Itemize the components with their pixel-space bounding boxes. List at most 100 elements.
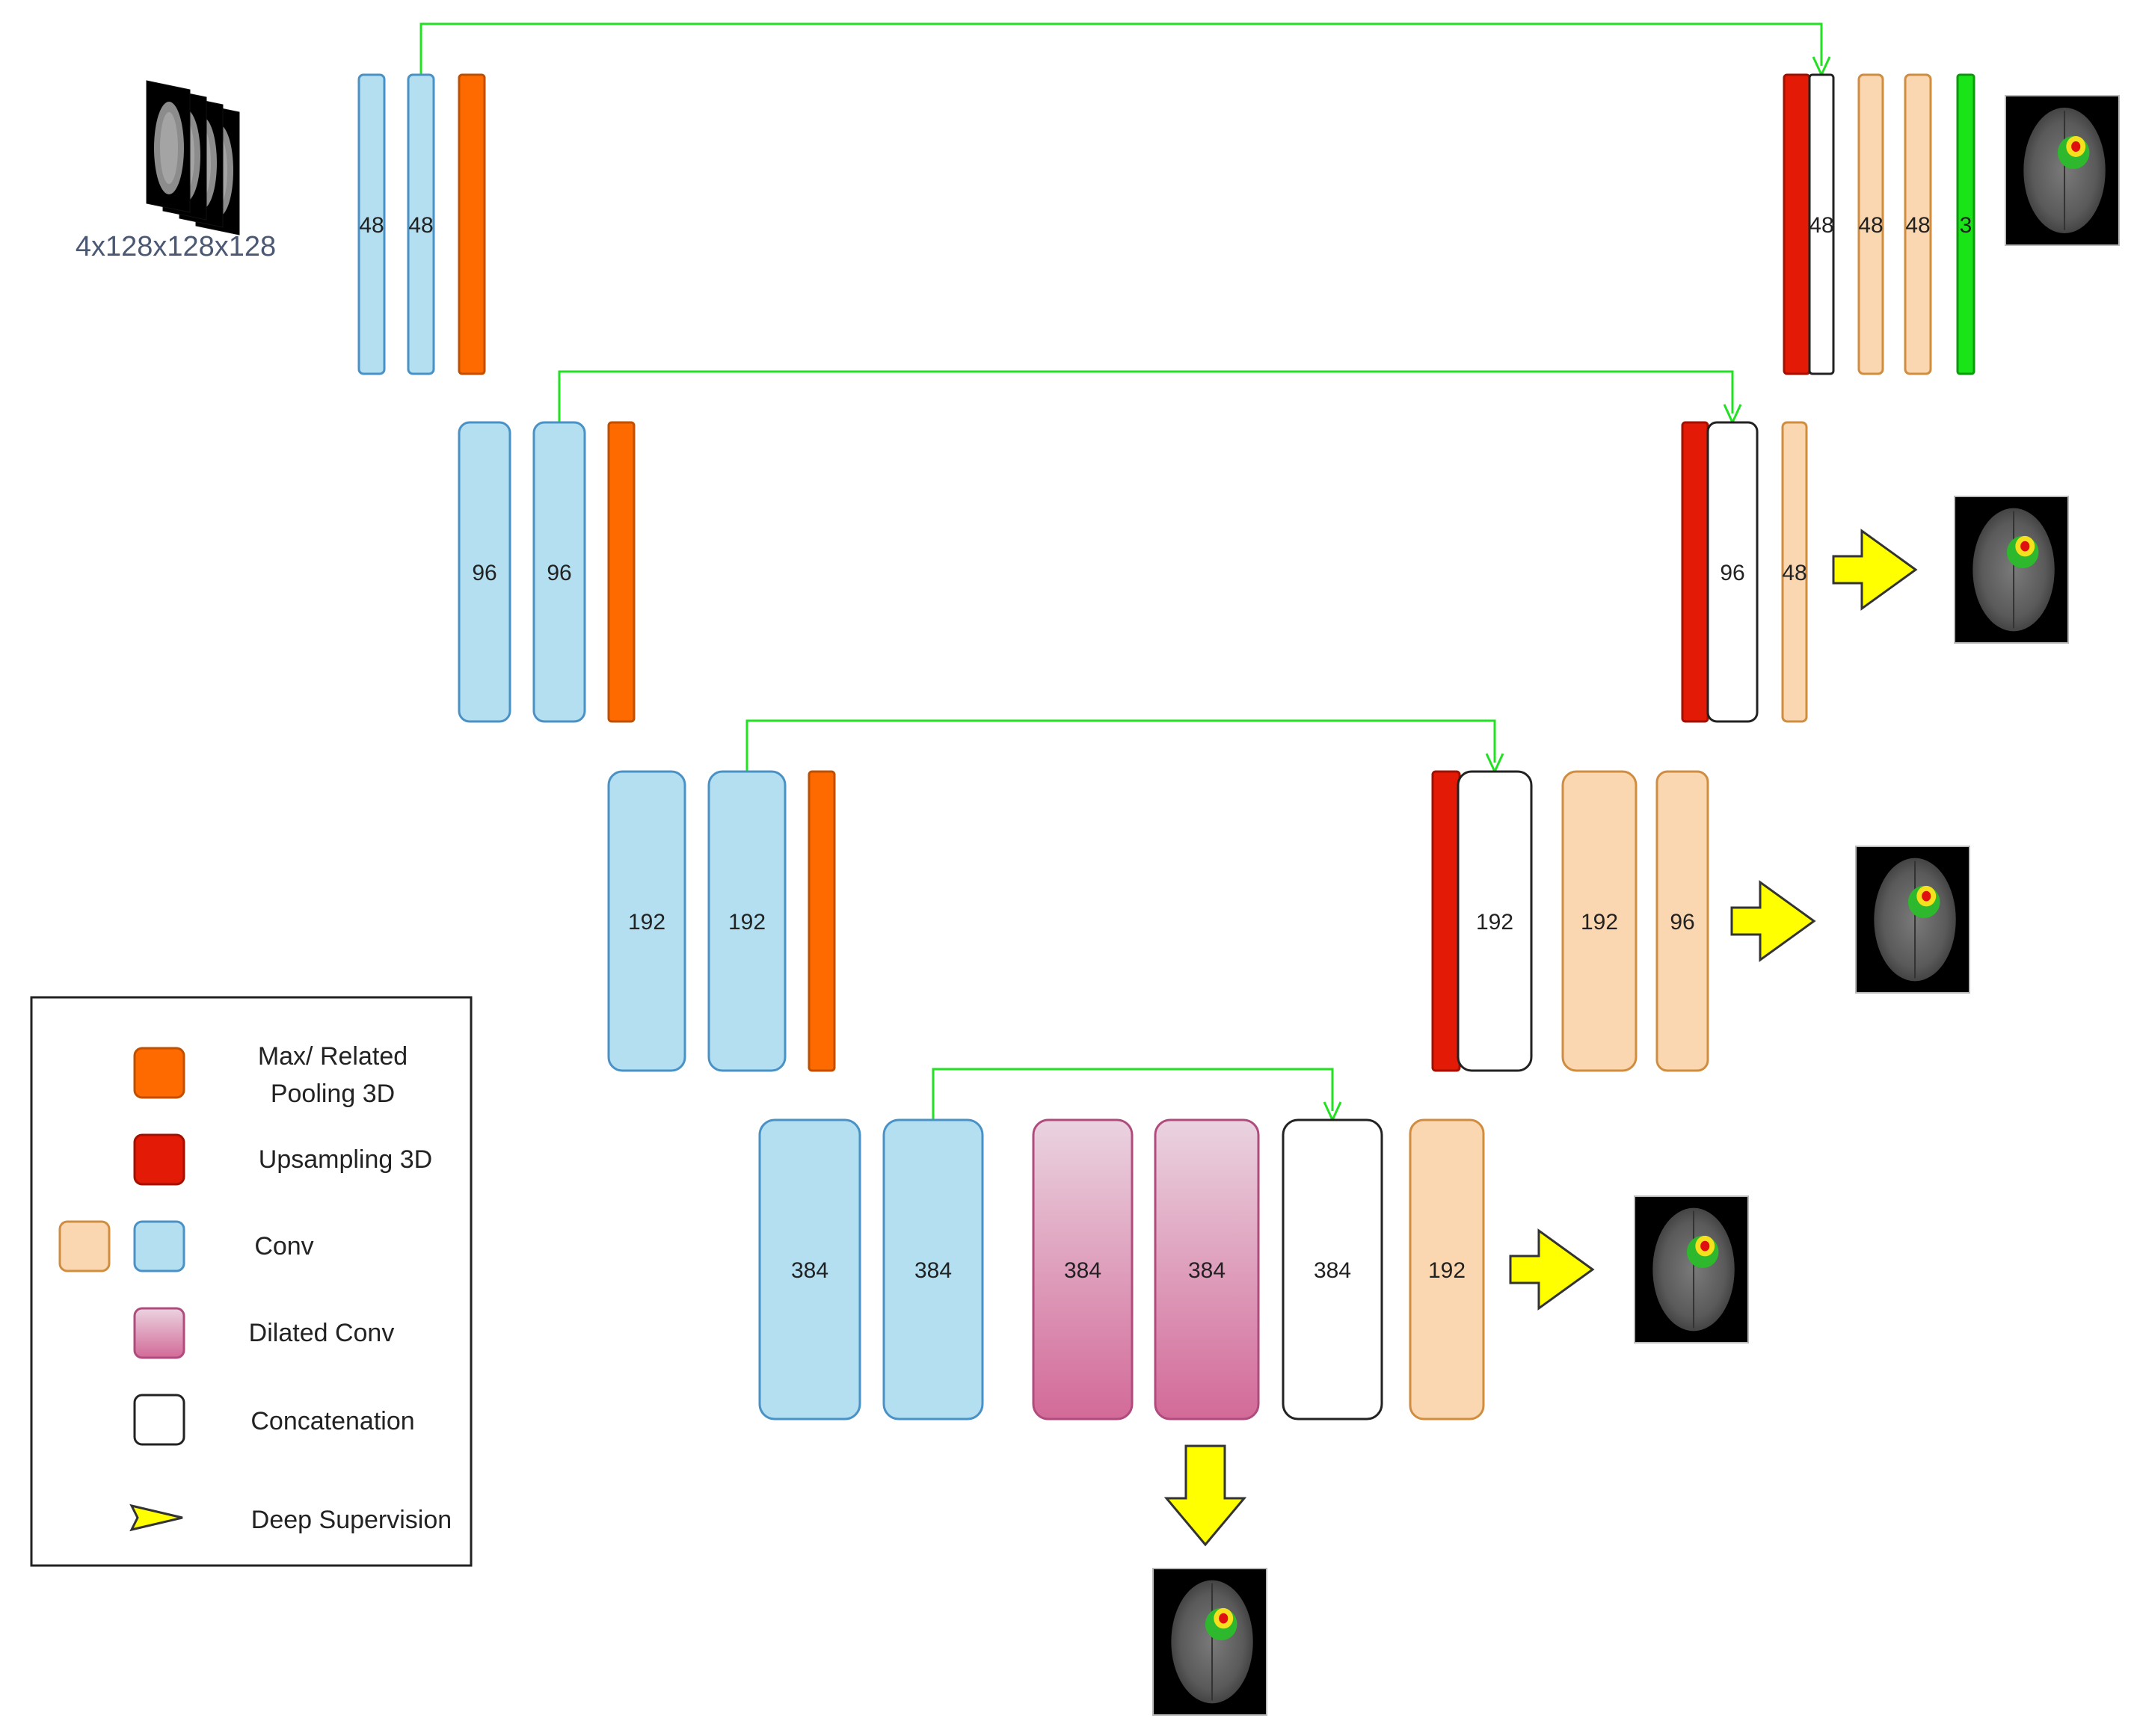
block-dec3-concat: 192 — [1457, 770, 1533, 1072]
pool-block — [808, 770, 836, 1072]
dilated-block — [1032, 1118, 1134, 1420]
block-channel-label: 48 — [1782, 561, 1806, 585]
block-channel-label: 384 — [1188, 1258, 1226, 1283]
block-dec1-conv1: 48 — [1857, 73, 1884, 375]
deep-supervision-arrow — [1832, 529, 1918, 611]
tumor-core — [2020, 541, 2030, 552]
legend-arrow-icon — [129, 1503, 183, 1532]
legend-item-concat: Concatenation — [133, 1394, 415, 1446]
block-dec2-up — [1681, 421, 1709, 723]
legend-label: Dilated Conv — [249, 1319, 395, 1347]
block-channel-label: 192 — [1581, 910, 1618, 935]
legend-item-upsample: Upsampling 3D — [133, 1133, 432, 1186]
block-enc1-conv1: 48 — [357, 73, 386, 375]
legend-swatch — [133, 1220, 185, 1272]
block-enc3-conv2: 192 — [707, 770, 787, 1072]
segmentation-output-level4 — [1634, 1195, 1749, 1343]
block-channel-label: 384 — [914, 1258, 952, 1283]
block-dec3-conv2: 96 — [1655, 770, 1709, 1072]
legend-label: Concatenation — [250, 1407, 414, 1435]
block-channel-label: 384 — [1064, 1258, 1101, 1283]
pool-block — [458, 73, 486, 375]
segmentation-output-level3 — [1855, 846, 1970, 994]
conv_encoder-block — [882, 1118, 984, 1420]
block-enc3-pool — [808, 770, 836, 1072]
block-enc2-conv1: 96 — [458, 421, 511, 723]
block-bott-dilated2: 384 — [1154, 1118, 1260, 1420]
input-shape-label: 4x128x128x128 — [76, 231, 276, 262]
concat-block — [1457, 770, 1533, 1072]
input-mri-slice — [146, 80, 191, 213]
mri-brain-texture — [160, 112, 178, 184]
block-dec2-conv1: 48 — [1781, 421, 1808, 723]
upsample-block — [1681, 421, 1709, 723]
conv_decoder-block — [1655, 770, 1709, 1072]
block-channel-label: 96 — [472, 561, 496, 585]
legend-label: Deep Supervision — [251, 1506, 452, 1534]
conv_decoder-block — [1857, 73, 1884, 375]
network-blocks: 48 48 96 96 192 192 384 384 384 384 384 192 192 192 96… — [357, 73, 1975, 1420]
legend-item-deep_supervision: Deep Supervision — [129, 1503, 452, 1534]
conv_decoder-block — [1409, 1118, 1485, 1420]
concat-block — [1282, 1118, 1383, 1420]
block-dec3-up — [1431, 770, 1461, 1072]
deep-supervision-arrow — [1163, 1444, 1247, 1547]
legend-label: Max/ Related — [258, 1042, 408, 1071]
block-enc2-conv2: 96 — [532, 421, 586, 723]
block-dec2-concat: 96 — [1706, 421, 1759, 723]
legend-item-conv: Conv — [58, 1220, 314, 1272]
deep-supervision-arrow — [1730, 880, 1816, 962]
output-block — [1956, 73, 1975, 375]
legend-swatch — [133, 1394, 185, 1446]
block-channel-label: 192 — [1428, 1258, 1466, 1283]
block-channel-label: 48 — [1858, 213, 1883, 238]
skip-connection-line — [932, 1068, 1334, 1120]
conv_encoder-block — [357, 73, 386, 375]
block-channel-label: 192 — [628, 910, 665, 935]
block-dec1-up — [1783, 73, 1811, 375]
conv_encoder-block — [458, 421, 511, 723]
conv_encoder-block — [407, 73, 435, 375]
legend-swatch — [133, 1047, 185, 1099]
tumor-core — [2071, 141, 2081, 152]
segmentation-output-final — [2005, 95, 2120, 246]
tumor-core — [1700, 1240, 1710, 1252]
block-channel-label: 96 — [1670, 910, 1694, 935]
block-channel-label: 96 — [547, 561, 571, 585]
block-bott-dilated1: 384 — [1032, 1118, 1134, 1420]
segmentation-output-dilated — [1152, 1568, 1267, 1716]
block-bott-concat: 384 — [1282, 1118, 1383, 1420]
block-channel-label: 48 — [408, 213, 433, 238]
deep-supervision-outputs — [1152, 95, 2120, 1716]
block-enc3-conv1: 192 — [607, 770, 686, 1072]
block-channel-label: 48 — [1809, 213, 1833, 238]
deep-supervision-arrow — [1509, 1228, 1595, 1311]
conv_decoder-block — [1904, 73, 1932, 375]
concat-block — [1706, 421, 1759, 723]
upsample-block — [1783, 73, 1811, 375]
block-channel-label: 48 — [359, 213, 384, 238]
block-bott-conv3: 192 — [1409, 1118, 1485, 1420]
input-volume: 4x128x128x128 — [76, 80, 276, 262]
legend-box — [30, 996, 473, 1567]
upsample-block — [1431, 770, 1461, 1072]
legend-label: Conv — [254, 1232, 313, 1261]
skip-connections — [419, 22, 1831, 1123]
block-dec1-concat: 48 — [1808, 73, 1835, 375]
tumor-core — [1922, 890, 1931, 902]
block-bott-conv2: 384 — [882, 1118, 984, 1420]
block-channel-label: 3 — [1960, 213, 1972, 238]
tumor-core — [1219, 1613, 1229, 1624]
conv_encoder-block — [532, 421, 586, 723]
block-dec1-out: 3 — [1956, 73, 1975, 375]
block-enc2-pool — [607, 421, 636, 723]
legend-item-dilated: Dilated Conv — [133, 1307, 395, 1359]
conv_encoder-block — [707, 770, 787, 1072]
block-enc1-pool — [458, 73, 486, 375]
block-channel-label: 384 — [791, 1258, 828, 1283]
conv_encoder-block — [607, 770, 686, 1072]
